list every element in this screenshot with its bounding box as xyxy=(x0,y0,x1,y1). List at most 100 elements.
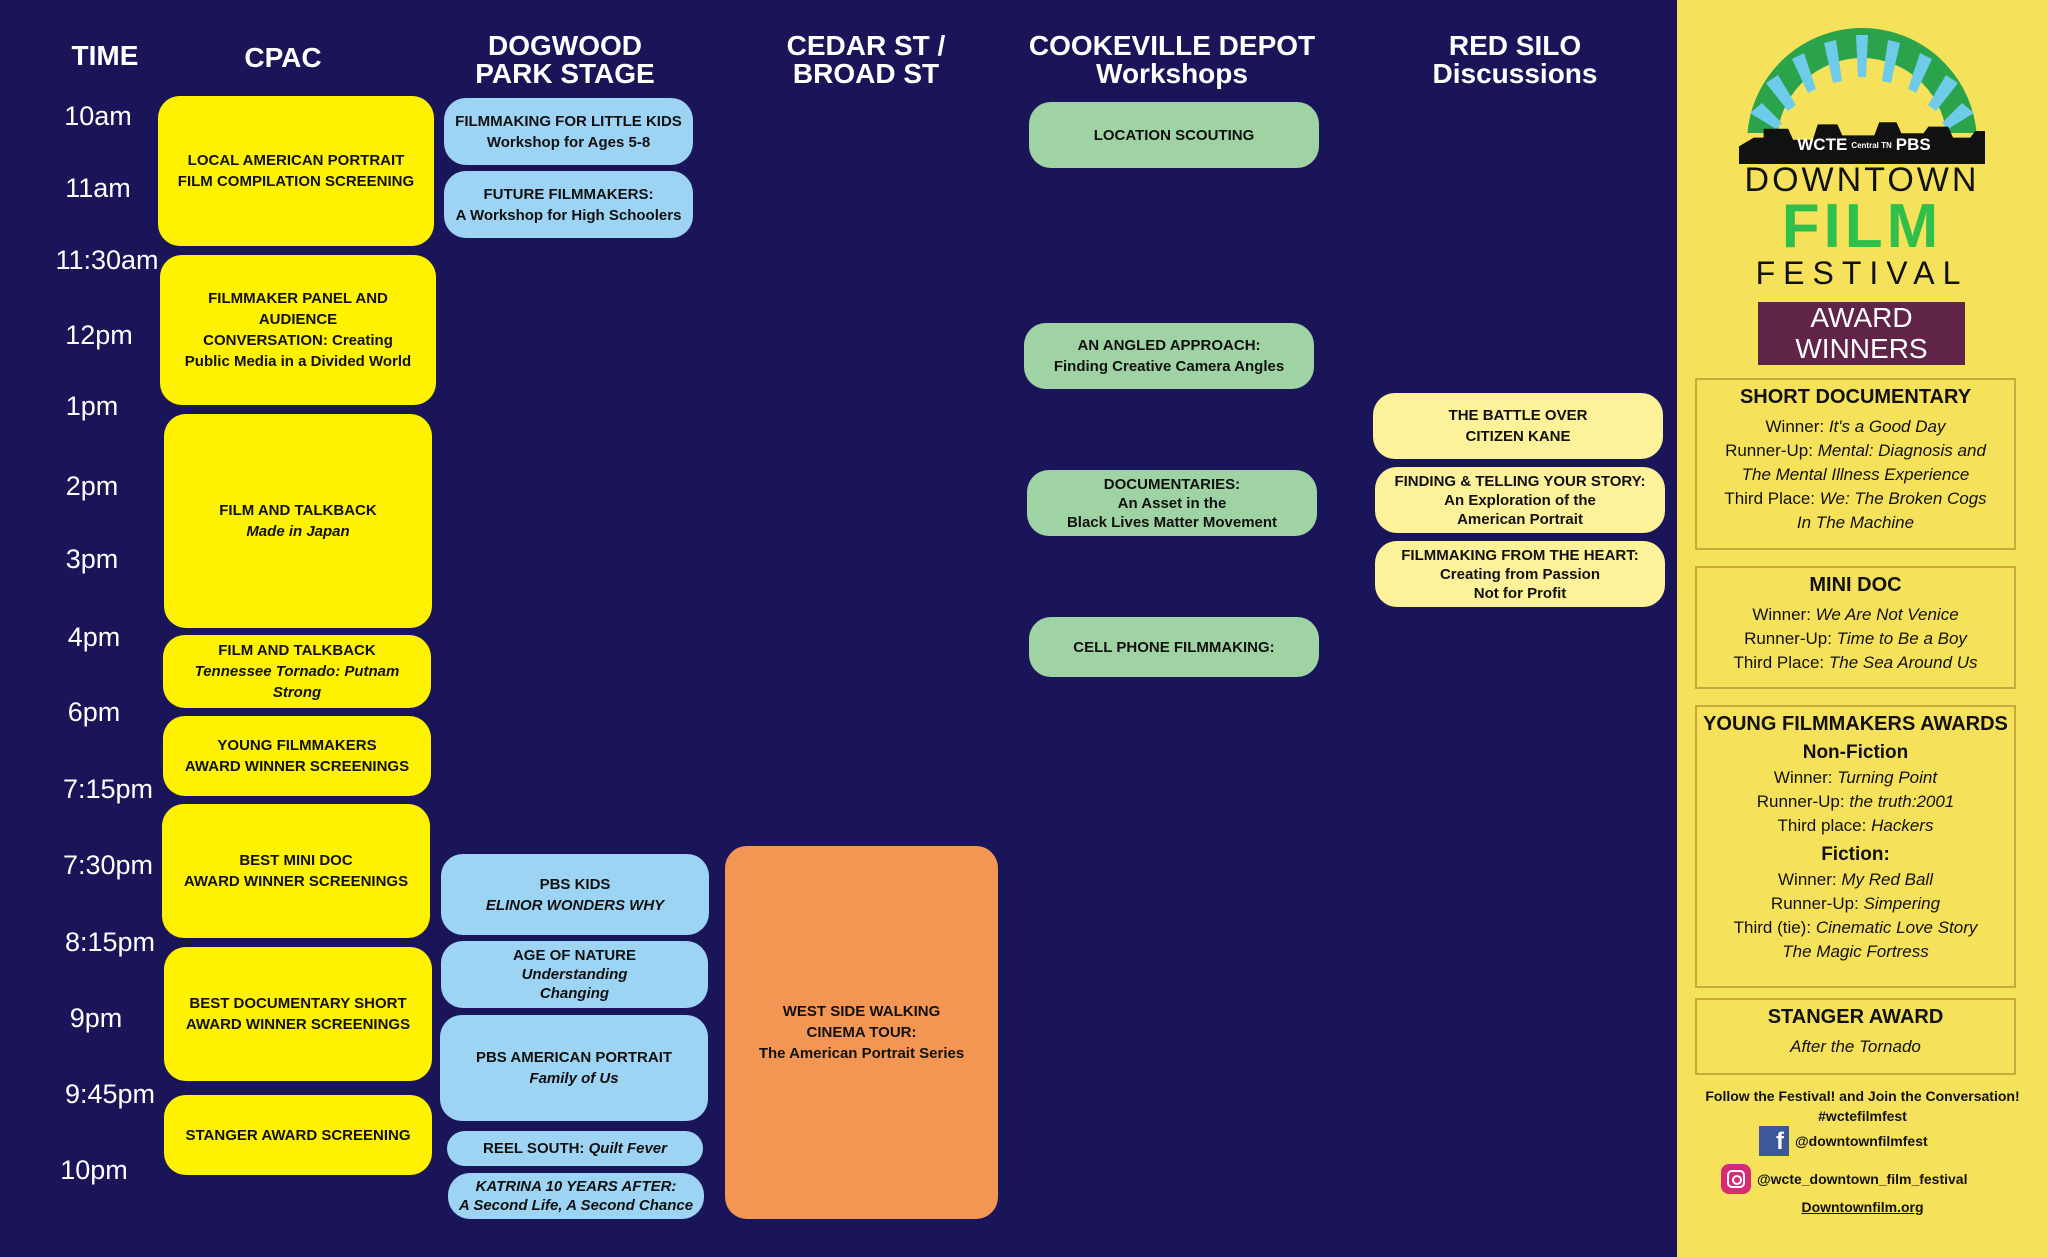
event-cpac-tennessee-tornado[interactable]: FILM AND TALKBACK Tennessee Tornado: Put… xyxy=(163,635,431,708)
time-label: 10am xyxy=(64,101,132,131)
award-category-fiction: Fiction: xyxy=(1821,844,1890,865)
event-title: CINEMA TOUR: xyxy=(806,1024,917,1041)
central-tn-label: Central TN xyxy=(1851,140,1892,150)
event-subtitle: An Asset in the xyxy=(1117,494,1227,512)
event-dogwood-pbs-kids[interactable]: PBS KIDS ELINOR WONDERS WHY xyxy=(441,854,709,935)
third-label: Third Place: xyxy=(1724,489,1816,508)
runner-film: Time to Be a Boy xyxy=(1836,629,1967,648)
event-title: PBS KIDS xyxy=(539,875,611,893)
event-title: AGE OF NATURE xyxy=(512,947,637,964)
facebook-link[interactable]: f @downtownfilmfest xyxy=(1759,1126,1928,1156)
event-cpac-made-in-japan[interactable]: FILM AND TALKBACK Made in Japan xyxy=(164,414,432,628)
event-dogwood-reel-south[interactable]: REEL SOUTH: Quilt Fever xyxy=(447,1131,703,1166)
header-cedar-line2: BROAD ST xyxy=(792,58,940,89)
event-subtitle: A Workshop for High Schoolers xyxy=(455,206,682,224)
header-silo-line2: Discussions xyxy=(1432,58,1598,89)
third-label: Third Place: xyxy=(1733,653,1825,672)
event-silo-citizen-kane[interactable]: THE BATTLE OVER CITIZEN KANE xyxy=(1373,393,1663,459)
third-label: Third (tie): xyxy=(1733,918,1812,937)
event-depot-documentaries[interactable]: DOCUMENTARIES: An Asset in the Black Liv… xyxy=(1027,470,1317,536)
banner-line1: AWARD xyxy=(1810,302,1913,333)
event-depot-cell-phone[interactable]: CELL PHONE FILMMAKING: xyxy=(1029,617,1319,677)
event-subtitle: AWARD WINNER SCREENINGS xyxy=(185,1016,411,1033)
award-mini-doc: MINI DOC Winner: We Are Not Venice Runne… xyxy=(1695,566,2016,689)
event-depot-location-scouting[interactable]: LOCATION SCOUTING xyxy=(1029,102,1319,168)
third-film: We: The Broken Cogs xyxy=(1819,489,1987,508)
event-silo-from-the-heart[interactable]: FILMMAKING FROM THE HEART: Creating from… xyxy=(1375,541,1665,607)
time-label: 6pm xyxy=(67,697,121,727)
event-cpac-stanger-award[interactable]: STANGER AWARD SCREENING xyxy=(164,1095,432,1175)
winner-label: Winner: xyxy=(1752,605,1811,624)
event-title: FILM AND TALKBACK xyxy=(218,642,376,659)
event-dogwood-age-of-nature[interactable]: AGE OF NATURE Understanding Changing xyxy=(441,941,708,1008)
event-dogwood-little-kids[interactable]: FILMMAKING FOR LITTLE KIDS Workshop for … xyxy=(444,98,693,165)
event-cpac-filmmaker-panel[interactable]: FILMMAKER PANEL AND AUDIENCE CONVERSATIO… xyxy=(160,255,436,405)
winner-film: It's a Good Day xyxy=(1828,417,1946,436)
winner-film: We Are Not Venice xyxy=(1815,605,1959,624)
event-cpac-best-documentary-short[interactable]: BEST DOCUMENTARY SHORT AWARD WINNER SCRE… xyxy=(164,947,432,1081)
header-time-label: TIME xyxy=(71,40,139,71)
event-title: CITIZEN KANE xyxy=(1465,428,1571,445)
event-title: LOCAL AMERICAN PORTRAIT xyxy=(187,152,405,169)
time-label: 11:30am xyxy=(55,245,159,275)
event-film-title: Family of Us xyxy=(529,1070,619,1087)
event-cpac-best-mini-doc[interactable]: BEST MINI DOC AWARD WINNER SCREENINGS xyxy=(162,804,430,938)
runner-label: Runner-Up: xyxy=(1770,894,1859,913)
award-category-nonfiction: Non-Fiction xyxy=(1802,742,1909,763)
event-subtitle: American Portrait xyxy=(1457,510,1583,528)
wcte-label: WCTE xyxy=(1797,135,1848,154)
event-film-title: Understanding xyxy=(521,966,628,983)
event-dogwood-future-filmmakers[interactable]: FUTURE FILMMAKERS: A Workshop for High S… xyxy=(444,171,693,238)
event-dogwood-american-portrait[interactable]: PBS AMERICAN PORTRAIT Family of Us xyxy=(440,1015,708,1121)
wcte-pbs-mark: WCTE Central TN PBS xyxy=(1789,130,1939,160)
header-depot-line2: Workshops xyxy=(1096,58,1248,89)
runner-film: Simpering xyxy=(1863,894,1941,913)
facebook-icon: f xyxy=(1759,1126,1789,1156)
event-film-title: Changing xyxy=(539,985,610,1002)
event-title: YOUNG FILMMAKERS xyxy=(217,737,377,754)
award-runner-up: Runner-Up: Simpering xyxy=(1697,892,2014,916)
award-title: YOUNG FILMMAKERS AWARDS xyxy=(1703,713,2008,735)
event-dogwood-katrina[interactable]: KATRINA 10 YEARS AFTER: A Second Life, A… xyxy=(448,1173,704,1219)
award-title: SHORT DOCUMENTARY xyxy=(1739,386,1972,408)
instagram-link[interactable]: @wcte_downtown_film_festival xyxy=(1721,1164,1967,1194)
award-runner-up: Runner-Up: Mental: Diagnosis and xyxy=(1697,439,2014,463)
event-cpac-local-american-portrait[interactable]: LOCAL AMERICAN PORTRAIT FILM COMPILATION… xyxy=(158,96,434,246)
event-title: PBS AMERICAN PORTRAIT xyxy=(475,1049,673,1066)
event-title: STANGER AWARD SCREENING xyxy=(185,1126,411,1144)
event-title: FINDING & TELLING YOUR STORY: xyxy=(1394,472,1646,490)
logo-festival: FESTIVAL xyxy=(1755,255,1969,291)
website-link[interactable]: Downtownfilm.org xyxy=(1801,1199,1924,1215)
time-label: 3pm xyxy=(65,544,119,574)
award-stanger: STANGER AWARD After the Tornado xyxy=(1695,998,2016,1075)
event-cpac-young-filmmakers[interactable]: YOUNG FILMMAKERS AWARD WINNER SCREENINGS xyxy=(163,716,431,796)
third-film: In The Machine xyxy=(1796,513,1915,532)
award-title: MINI DOC xyxy=(1809,574,1902,596)
award-title: STANGER AWARD xyxy=(1767,1006,1944,1028)
event-title: DOCUMENTARIES: xyxy=(1103,475,1241,493)
event-subtitle: Not for Profit xyxy=(1473,584,1567,602)
winner-film: My Red Ball xyxy=(1841,870,1933,889)
banner-line2: WINNERS xyxy=(1795,333,1928,364)
award-third-cont: In The Machine xyxy=(1697,511,2014,535)
event-silo-finding-your-story[interactable]: FINDING & TELLING YOUR STORY: An Explora… xyxy=(1375,467,1665,533)
event-depot-angled-approach[interactable]: AN ANGLED APPROACH: Finding Creative Cam… xyxy=(1024,323,1314,389)
event-title: FILM AND TALKBACK xyxy=(219,502,377,519)
event-subtitle: AWARD WINNER SCREENINGS xyxy=(184,758,410,775)
runner-label: Runner-Up: xyxy=(1725,441,1813,460)
event-subtitle: FILM COMPILATION SCREENING xyxy=(177,173,415,190)
header-dogwood-line1: DOGWOOD xyxy=(488,30,642,61)
header-dogwood: DOGWOOD PARK STAGE xyxy=(443,32,687,88)
event-title: FUTURE FILMMAKERS: xyxy=(483,185,654,203)
third-label: Third place: xyxy=(1777,816,1867,835)
event-film-title: Quilt Fever xyxy=(588,1140,667,1157)
award-winner: Winner: It's a Good Day xyxy=(1697,415,2014,439)
event-subtitle: Creating from Passion xyxy=(1439,565,1601,583)
event-cedar-walking-tour[interactable]: WEST SIDE WALKING CINEMA TOUR: The Ameri… xyxy=(725,846,998,1219)
header-time: TIME xyxy=(55,42,155,70)
third-film: The Magic Fortress xyxy=(1782,942,1929,961)
award-winner: Winner: Turning Point xyxy=(1697,766,2014,790)
award-winners-banner: AWARD WINNERS xyxy=(1758,302,1965,365)
time-label: 9pm xyxy=(69,1003,123,1033)
